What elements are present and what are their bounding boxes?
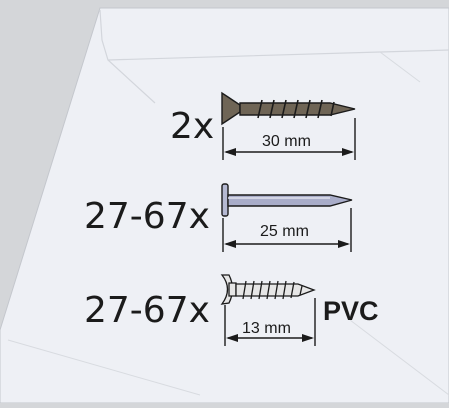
pvc-tag: PVC [323, 296, 379, 326]
nail-icon [221, 183, 353, 217]
washer-head-screw-icon [220, 274, 316, 305]
quantity-label-screw: 2x [170, 106, 215, 147]
wood-screw-icon [221, 91, 356, 126]
dimension-line-30mm [222, 118, 356, 160]
length-label-30mm: 30 mm [262, 133, 311, 150]
dimension-line-25mm [222, 208, 352, 252]
length-label-13mm: 13 mm [242, 320, 291, 337]
length-label-25mm: 25 mm [260, 223, 309, 240]
dimension-line-13mm [224, 298, 316, 346]
quantity-label-nail: 27-67x [84, 196, 210, 237]
quantity-label-pvc-screw: 27-67x [84, 290, 210, 331]
